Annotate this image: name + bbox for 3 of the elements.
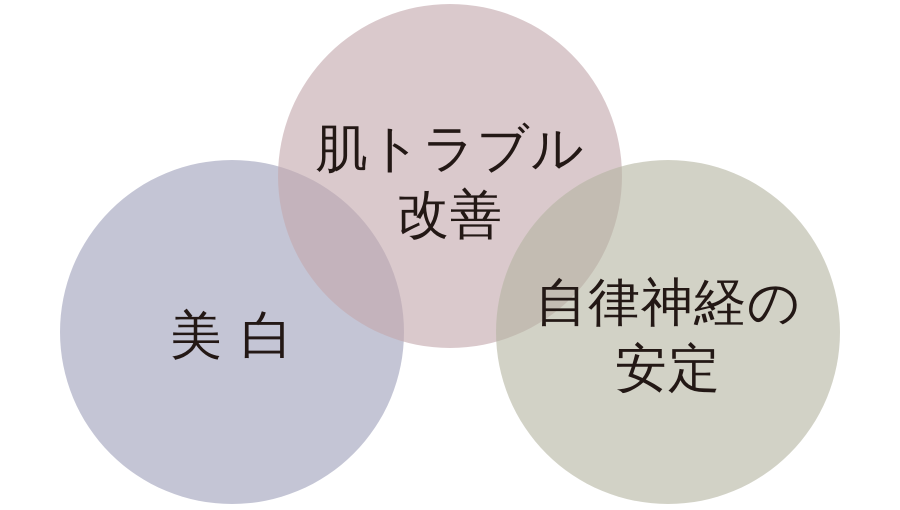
circle-label: 肌トラブル改善 xyxy=(314,118,586,247)
circle-label: 自律神経の安定 xyxy=(534,272,802,401)
circle-label: 美 白 xyxy=(169,305,295,368)
